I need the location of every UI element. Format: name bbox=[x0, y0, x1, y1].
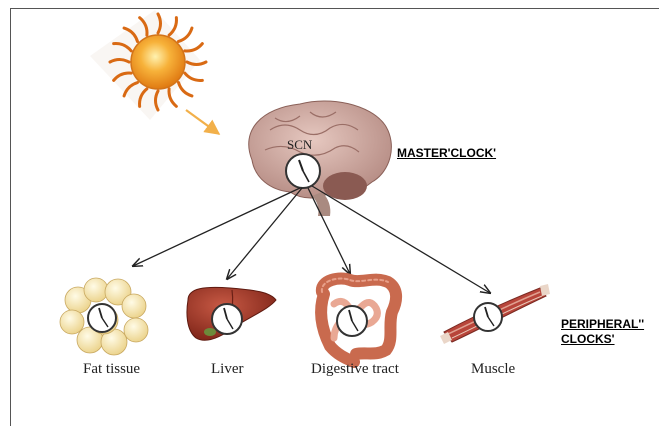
sun-ray bbox=[179, 28, 192, 41]
organ-label-muscle: Muscle bbox=[471, 361, 515, 378]
arrow-to-fat bbox=[133, 188, 300, 266]
brain-icon bbox=[249, 101, 392, 216]
organ-label-digestive-tract: Digestive tract bbox=[311, 361, 399, 378]
fat-clock-icon bbox=[88, 304, 116, 332]
sun-icon bbox=[90, 10, 206, 120]
signal-arrows bbox=[133, 186, 490, 293]
peripheral-clocks-caption: PERIPHERAL'' CLOCKS' bbox=[561, 317, 644, 347]
sun-ray bbox=[185, 73, 203, 80]
sun-ray bbox=[179, 83, 192, 96]
sunlight-arrow bbox=[186, 110, 219, 134]
muscle-clock-icon bbox=[474, 303, 502, 331]
organ-label-fat-tissue: Fat tissue bbox=[83, 361, 140, 378]
master-clock-icon bbox=[286, 154, 320, 188]
organ-label-liver: Liver bbox=[211, 361, 243, 378]
sun-ray bbox=[169, 18, 176, 36]
arrow-to-digestive bbox=[308, 188, 350, 274]
master-clock-caption: MASTER'CLOCK' bbox=[397, 146, 496, 161]
brain-label: SCN bbox=[287, 137, 312, 153]
digestive-clock-icon bbox=[337, 306, 367, 336]
liver-clock-icon bbox=[212, 304, 242, 334]
arrow-to-liver bbox=[227, 188, 302, 279]
peripheral-caption-line1: PERIPHERAL'' bbox=[561, 317, 644, 332]
peripheral-caption-line2: CLOCKS' bbox=[561, 332, 644, 347]
